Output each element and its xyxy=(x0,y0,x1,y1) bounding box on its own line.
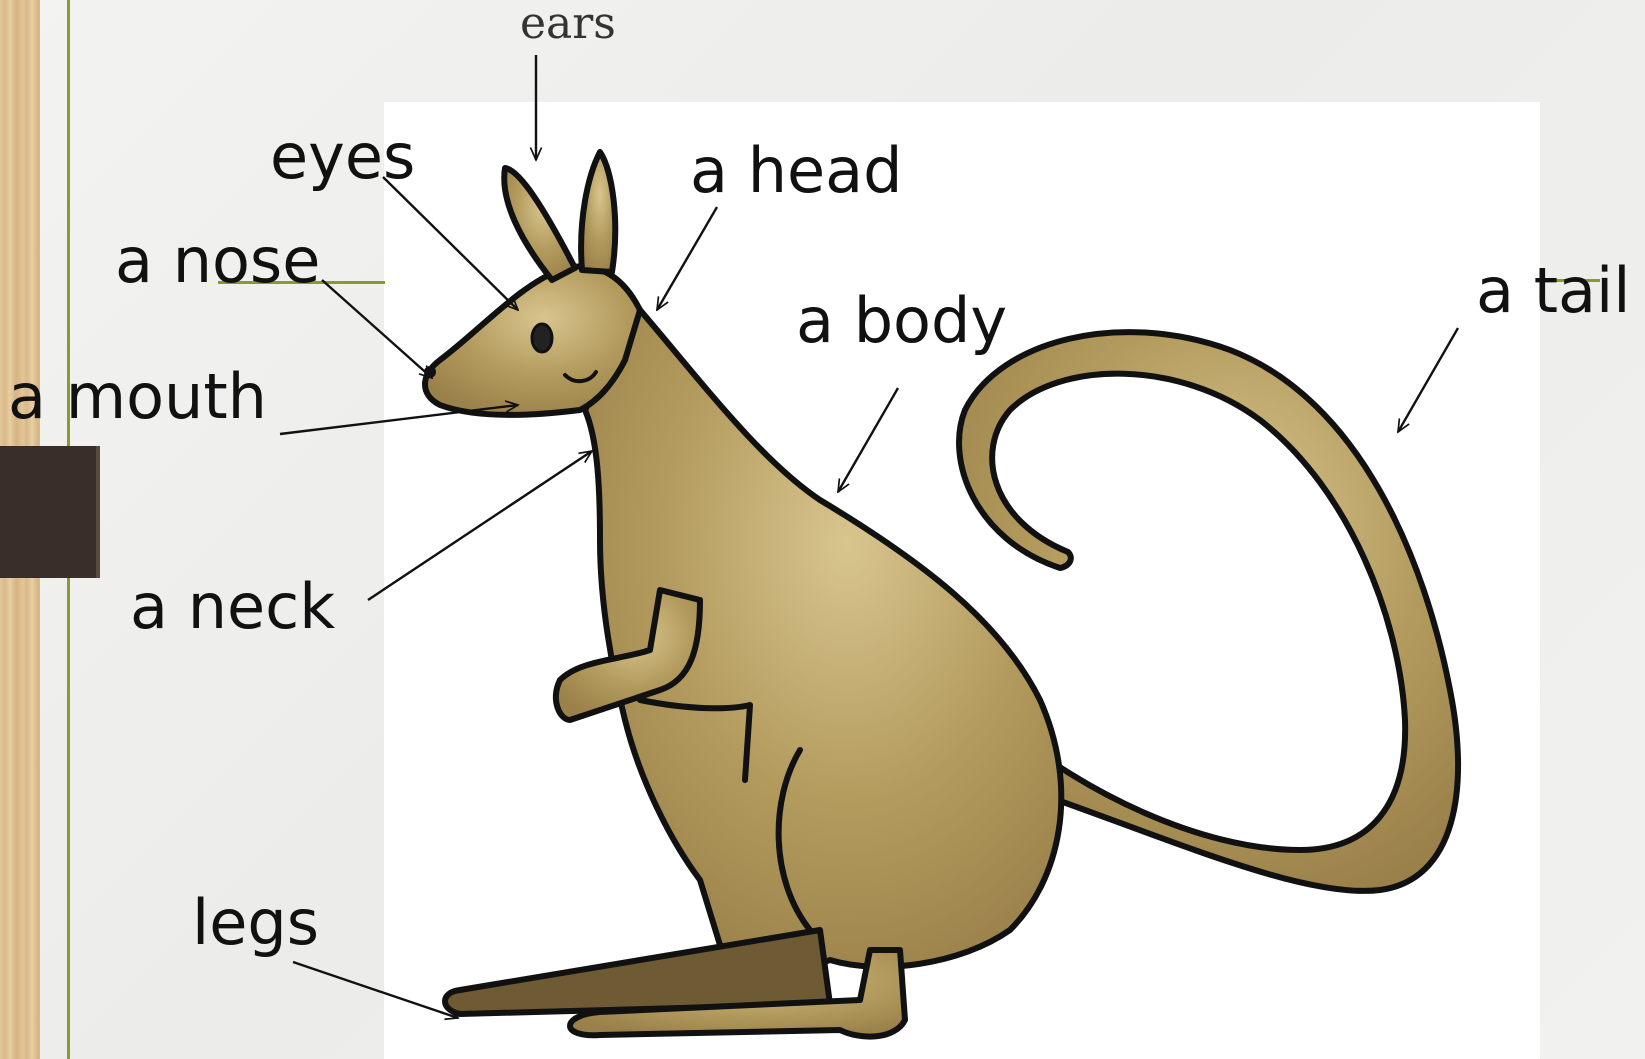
kangaroo-eye xyxy=(532,324,552,352)
label-neck: a neck xyxy=(130,576,335,638)
kangaroo-ear-left xyxy=(504,168,575,280)
label-eyes: eyes xyxy=(270,126,415,188)
label-mouth: a mouth xyxy=(8,366,267,428)
arrow-nose xyxy=(322,280,432,378)
label-head: a head xyxy=(690,140,903,202)
arrow-body xyxy=(838,388,898,492)
label-nose: a nose xyxy=(115,230,320,292)
arrow-legs xyxy=(293,962,458,1018)
label-legs: legs xyxy=(192,892,319,954)
arrow-tail xyxy=(1398,328,1458,432)
kangaroo-ear-right xyxy=(581,152,615,272)
arrow-head xyxy=(657,207,717,310)
arrow-mouth xyxy=(280,405,518,434)
label-ears: ears xyxy=(520,2,616,46)
label-tail: a tail xyxy=(1476,260,1630,322)
arrow-neck xyxy=(368,451,592,600)
arrow-eyes xyxy=(383,177,518,310)
label-body: a body xyxy=(796,290,1007,352)
